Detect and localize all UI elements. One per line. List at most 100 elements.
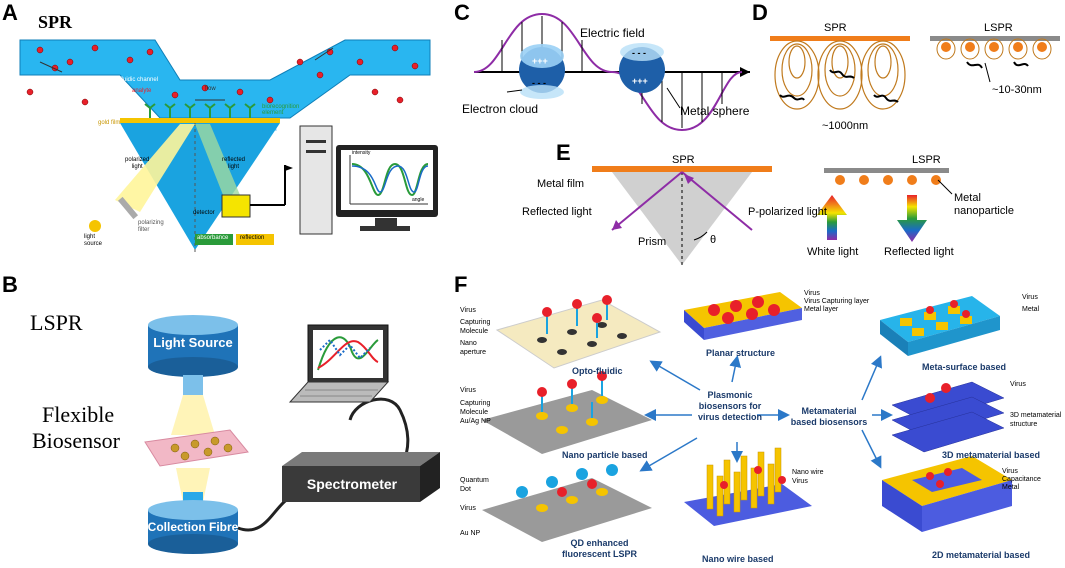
np-virus: Virus — [460, 387, 476, 394]
panel-e-letter: E — [556, 140, 571, 165]
electric-field-label: Electric field — [580, 26, 645, 40]
plus-right: +++ — [632, 76, 648, 86]
minus-right: - - - — [632, 48, 646, 58]
reflected-light-arrow — [897, 195, 927, 242]
planar-tile — [684, 292, 802, 328]
meta-surface-virus: Virus — [1022, 294, 1038, 301]
reflected-light-label: reflected light — [222, 157, 245, 171]
e-theta-label: θ — [710, 234, 717, 246]
flow-arrow-right — [314, 47, 334, 61]
panel-b-title: LSPR — [30, 310, 83, 335]
prism-label: prism — [262, 127, 277, 133]
hub-metamaterial-line2: based biosensors — [790, 417, 868, 427]
e-prism-label: Prism — [638, 236, 667, 248]
plus-left: +++ — [532, 56, 548, 66]
meta2d-virus: Virus — [1002, 468, 1018, 475]
panel-d: D SPR LSPR ~1000nm ~10-30nm — [752, 0, 1065, 140]
np-molecule: Molecule — [460, 409, 489, 416]
spr-field-loops — [774, 40, 906, 110]
analyte-label: analyte — [132, 88, 152, 94]
e-lspr-nanoparticles — [835, 175, 941, 185]
np-au-ag: Au/Ag NP — [460, 418, 491, 425]
flow-label: flow — [205, 86, 216, 92]
qd-virus: Virus — [460, 505, 476, 512]
gold-film — [120, 118, 280, 123]
detector-label: detector — [193, 210, 215, 216]
nanoparticle-label-line2: nanoparticle — [954, 205, 1014, 217]
e-reflected-light-2-label: Reflected light — [884, 246, 954, 258]
qd-caption-line2: fluorescent LSPR — [562, 549, 638, 559]
opto-capturing: Capturing — [460, 319, 491, 326]
meta-surface-tile — [880, 296, 1000, 342]
light-source-bulb — [89, 220, 101, 232]
light-source-label: Light Source — [153, 335, 233, 350]
meta3d-labels: Virus 3D metamaterial structure — [1010, 380, 1061, 429]
flow-arrow-left — [39, 61, 63, 73]
opto-caption: Opto-fluidic — [572, 366, 623, 376]
fluidic-channel — [19, 39, 431, 119]
planar-metal-layer: Metal layer — [804, 306, 839, 313]
minus-left: - - - — [532, 78, 546, 88]
electric-field-wave — [473, 12, 743, 132]
computer-tower — [299, 125, 333, 235]
meta3d-structure-line1: 3D metamaterial — [1010, 412, 1062, 419]
d-spr-label: SPR — [824, 22, 847, 34]
planar-virus: Virus — [804, 290, 820, 297]
nanowire-wire: Nano wire — [792, 469, 824, 476]
opto-aperture: aperture — [460, 349, 487, 356]
white-light-arrow — [817, 195, 847, 240]
lspr-film — [930, 36, 1060, 41]
e-metal-nanoparticle-label: Metal nanoparticle — [954, 192, 1014, 218]
plot-y-label: intensity — [352, 150, 371, 156]
gold-film-label: gold film — [98, 120, 121, 126]
meta3d-virus: Virus — [1010, 381, 1026, 388]
qd-tile — [482, 478, 652, 542]
hub-arrows — [639, 355, 893, 472]
panel-c: C +++ - - - - - - +++ Electric field Ele… — [452, 0, 752, 140]
analyte-particles — [26, 44, 419, 106]
flexible-biosensor-sheet — [144, 429, 249, 467]
lspr-setup-diagram — [144, 315, 440, 554]
collection-fibre-label: Collection Fibre — [147, 520, 239, 534]
hub-metamaterial-line1: Metamaterial — [801, 406, 857, 416]
reflection-box — [236, 234, 274, 245]
polarized-label-line2: light — [131, 164, 143, 170]
panel-a: A SPR — [0, 0, 445, 262]
polarized-light-beam — [115, 124, 195, 212]
virus-detection-overview — [482, 292, 1012, 542]
qd-labels: Quantum Dot Virus Au NP — [460, 476, 489, 538]
hub-plasmonic: Plasmonic biosensors for virus detection — [690, 390, 770, 423]
meta-surface-caption: Meta-surface based — [922, 362, 1007, 372]
e-prism — [612, 172, 752, 265]
reflected-label-line2: light — [228, 164, 240, 170]
meta2d-metal: Metal — [1002, 484, 1020, 491]
polarized-light-label: polarized light — [125, 157, 149, 171]
panel-b-letter: B — [2, 272, 18, 297]
filter-label-line2: filter — [138, 227, 150, 233]
e-diagram — [592, 166, 953, 265]
d-lspr-label: LSPR — [984, 22, 1013, 34]
flexible-label: Flexible — [42, 402, 115, 427]
nanowire-virus: Virus — [792, 478, 808, 485]
qd-caption-line1: QD enhanced — [570, 538, 629, 548]
opto-molecule: Molecule — [460, 328, 489, 335]
meta3d-structure-line2: structure — [1010, 421, 1038, 428]
electron-cloud-label: Electron cloud — [462, 102, 539, 116]
e-metal-film-label: Metal film — [537, 178, 585, 190]
electric-field-diagram — [473, 12, 750, 132]
biorecognition-label: biorecognition element — [262, 104, 300, 116]
np-capturing: Capturing — [460, 400, 491, 407]
e-white-light-label: White light — [807, 246, 859, 258]
panel-d-letter: D — [752, 0, 768, 25]
opto-fluidic-tile — [495, 299, 662, 369]
meta2d-capacitance: Capacitance — [1002, 476, 1041, 483]
plot-x-label: angle — [412, 197, 425, 203]
hub-plasmonic-line2: biosensors for — [698, 401, 762, 411]
field-decay-diagram — [770, 36, 1060, 110]
hub-plasmonic-line3: virus detection — [697, 412, 762, 422]
nano-particle-tile — [482, 390, 652, 454]
biosensor-label: Biosensor — [32, 428, 120, 453]
meta-surface-labels: Virus Metal — [1022, 292, 1039, 316]
reflected-light-beam — [195, 124, 240, 200]
hub-metamaterial: Metamaterial based biosensors — [788, 406, 870, 428]
